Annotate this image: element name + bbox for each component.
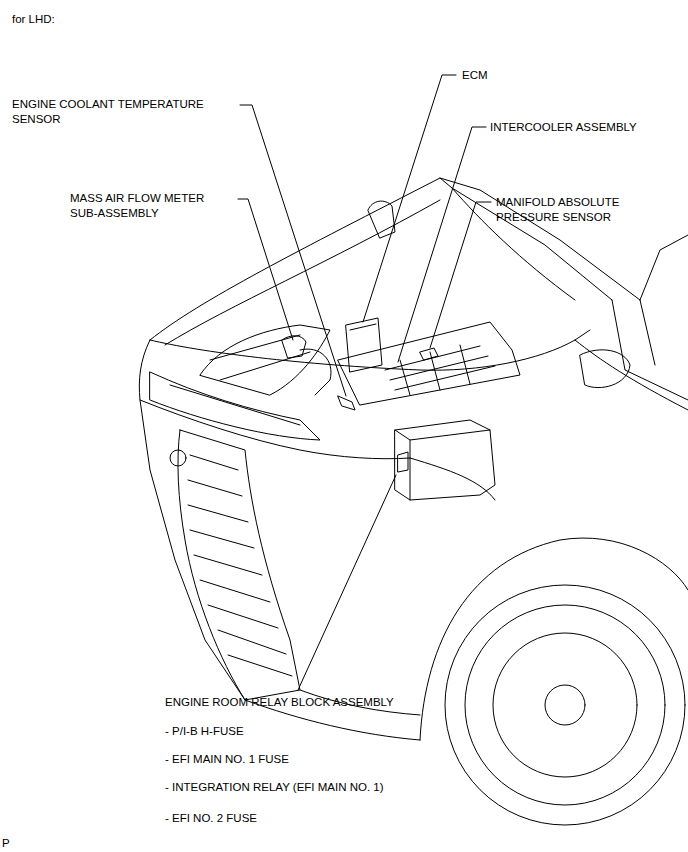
- part-label: ENGINE ROOM RELAY BLOCK ASSEMBLY: [165, 695, 394, 710]
- part-label: ENGINE COOLANT TEMPERATURE SENSOR: [12, 97, 227, 127]
- sub-part-label: - EFI MAIN NO. 1 FUSE: [165, 752, 289, 767]
- figure-code: P: [2, 836, 10, 851]
- sub-part-label: - INTEGRATION RELAY (EFI MAIN NO. 1): [165, 780, 384, 795]
- view-note: for LHD:: [12, 12, 55, 27]
- part-label: ECM: [462, 68, 488, 83]
- part-label: INTERCOOLER ASSEMBLY: [490, 120, 637, 135]
- sub-part-label: - P/I-B H-FUSE: [165, 724, 244, 739]
- part-label: MASS AIR FLOW METER SUB-ASSEMBLY: [70, 191, 225, 221]
- sub-part-label: - EFI NO. 2 FUSE: [165, 811, 257, 826]
- part-label: MANIFOLD ABSOLUTE PRESSURE SENSOR: [496, 195, 646, 225]
